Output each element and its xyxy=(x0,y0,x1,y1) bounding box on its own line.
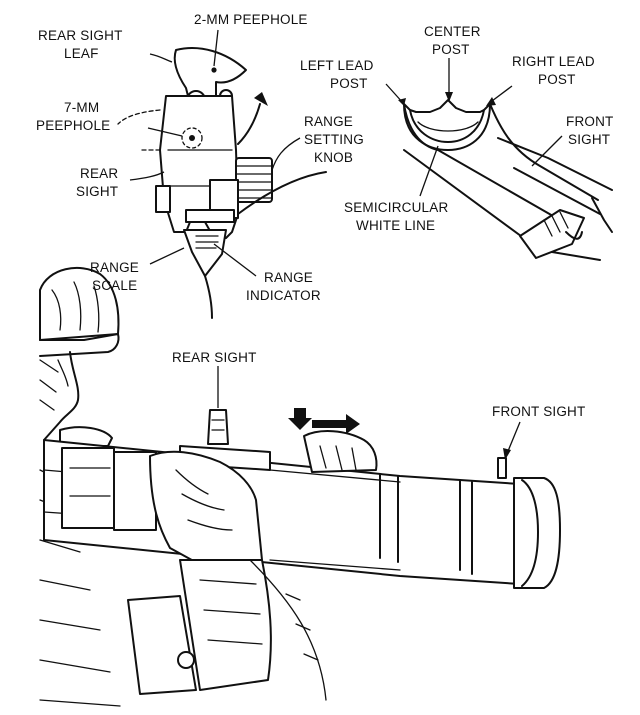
rear-sight-detail-drawing xyxy=(117,47,327,319)
label-right-lead-post-line1: RIGHT LEAD xyxy=(512,54,595,69)
label-center-post-line2: POST xyxy=(432,42,470,57)
launcher-front-sight xyxy=(497,457,507,479)
range-scale xyxy=(183,229,227,277)
rear-sight-leaders xyxy=(129,29,301,277)
label-front-sight-detail-line1: FRONT xyxy=(566,114,614,129)
peephole-7mm xyxy=(181,127,203,149)
launcher-rear-sight xyxy=(207,409,229,445)
semicircular-white-line xyxy=(417,121,479,132)
label-range-scale-line1: RANGE xyxy=(90,260,139,275)
label-rear-sight-main: REAR SIGHT xyxy=(172,350,257,365)
label-range-setting-knob-line3: KNOB xyxy=(314,150,353,165)
peephole-2mm xyxy=(211,67,217,73)
front-sight-cup xyxy=(403,103,491,151)
label-range-setting-knob-line1: RANGE xyxy=(304,114,353,129)
label-rear-sight-leaf-line1: REAR SIGHT xyxy=(38,28,123,43)
front-sight-detail-drawing xyxy=(403,99,613,261)
label-7mm-peephole-line2: PEEPHOLE xyxy=(36,118,110,133)
label-range-scale-line2: SCALE xyxy=(92,278,137,293)
main-leaders xyxy=(217,366,521,460)
label-front-sight-main: FRONT SIGHT xyxy=(492,404,585,419)
label-left-lead-post-line2: POST xyxy=(330,76,368,91)
label-rear-sight-leaf-line2: LEAF xyxy=(64,46,99,61)
label-range-indicator-line2: INDICATOR xyxy=(246,288,321,303)
label-semicircular-line-line1: SEMICIRCULAR xyxy=(344,200,448,215)
label-rear-sight-line1: REAR xyxy=(80,166,118,181)
slide-arrow xyxy=(312,414,360,434)
soldier-face xyxy=(43,351,80,441)
labels: 2-MM PEEPHOLE REAR SIGHT LEAF 7-MM PEEPH… xyxy=(36,12,614,419)
push-down-arrow xyxy=(288,408,312,430)
label-center-post-line1: CENTER xyxy=(424,24,481,39)
label-7mm-peephole-line1: 7-MM xyxy=(64,100,99,115)
label-range-indicator-line1: RANGE xyxy=(264,270,313,285)
label-2mm-peephole: 2-MM PEEPHOLE xyxy=(194,12,308,27)
front-sight-leaders xyxy=(385,58,563,197)
rotation-arrow xyxy=(237,103,261,145)
label-rear-sight-line2: SIGHT xyxy=(76,184,118,199)
label-left-lead-post-line1: LEFT LEAD xyxy=(300,58,374,73)
label-semicircular-line-line2: WHITE LINE xyxy=(356,218,435,233)
rear-block xyxy=(61,447,115,529)
soldier-with-launcher-drawing xyxy=(39,266,561,707)
label-range-setting-knob-line2: SETTING xyxy=(304,132,364,147)
label-right-lead-post-line2: POST xyxy=(538,72,576,87)
label-front-sight-detail-line2: SIGHT xyxy=(568,132,610,147)
sight-posts xyxy=(409,99,485,113)
right-hand xyxy=(303,430,378,473)
